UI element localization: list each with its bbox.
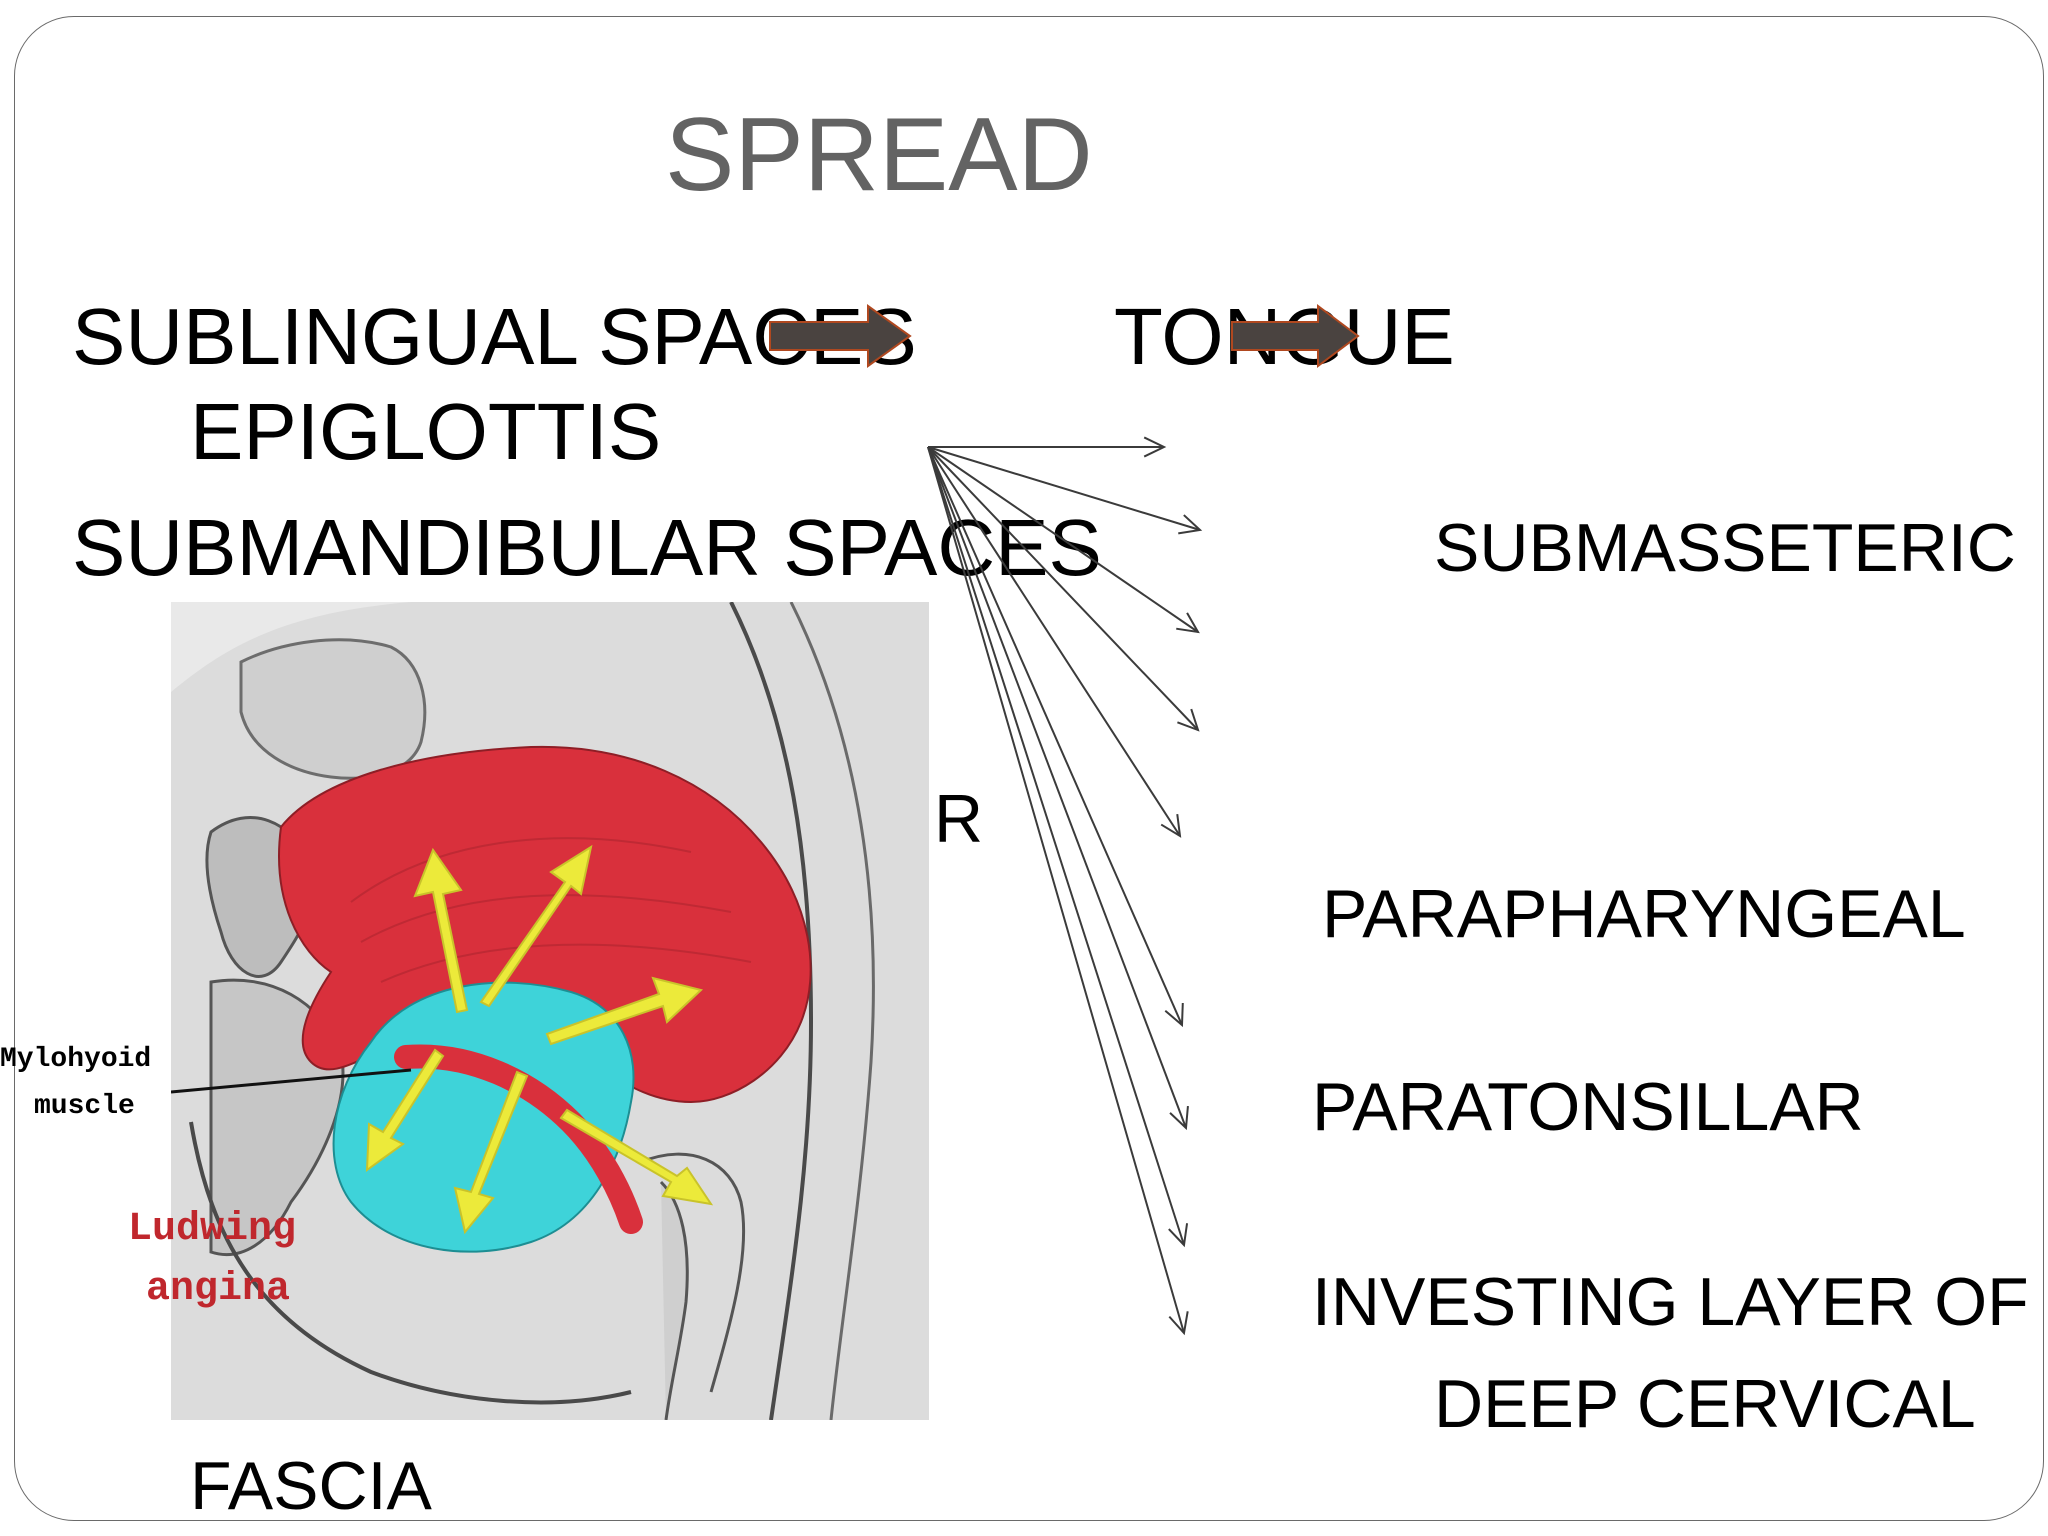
fan-arrow-5 [927,446,1182,838]
fan-arrow-2 [927,446,1203,535]
label-paratonsillar: PARATONSILLAR [1312,1069,1864,1145]
label-deep-cervical: DEEP CERVICAL [1434,1366,1976,1442]
block-arrow-tongue-to-epiglottis [1231,304,1360,368]
label-investing-layer: INVESTING LAYER OF [1312,1264,2029,1340]
figure-annotations [171,1068,412,1094]
fan-arrow-1 [928,436,1167,458]
slide-title: SPREAD [665,97,1093,213]
fan-arrow-9 [927,446,1189,1336]
label-parapharyngeal: PARAPHARYNGEAL [1322,876,1966,952]
fan-arrow-4 [927,446,1200,732]
label-submandibular-spaces: SUBMANDIBULAR SPACES [72,503,1102,592]
mylohyoid-pointer-line [171,1068,412,1094]
fan-arrow-6 [927,446,1184,1028]
label-fascia: FASCIA [190,1448,432,1524]
fan-arrow-3 [927,446,1200,634]
figure-caption-ludwing: Ludwing [128,1207,297,1252]
fan-arrow-7 [927,446,1189,1131]
slide-frame [14,16,2044,1521]
fan-arrow-8 [927,446,1189,1248]
spread-arrows [365,844,714,1235]
figure-label-muscle: muscle [34,1091,135,1122]
anatomy-drawing [171,602,929,1420]
figure-label-mylohyoid: Mylohyoid [0,1044,152,1075]
label-submasseteric: SUBMASSETERIC [1434,510,2016,586]
ludwig-angina-illustration [171,602,929,1420]
block-arrow-sublingual-to-tongue [769,304,912,368]
partial-label-r: R [934,781,984,857]
label-epiglottis: EPIGLOTTIS [190,387,662,476]
figure-caption-angina: angina [146,1267,291,1312]
